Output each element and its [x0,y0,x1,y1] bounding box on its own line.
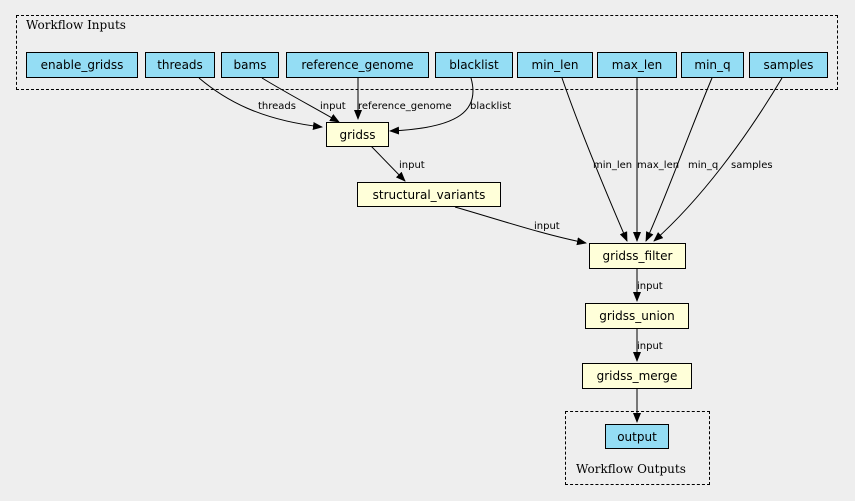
output-output[interactable]: output [605,424,669,449]
input-threads[interactable]: threads [145,52,215,78]
edge-label-min-len: min_len [593,160,632,171]
edge-label-min-q: min_q [688,160,718,171]
step-gridss[interactable]: gridss [326,122,389,147]
input-max-len[interactable]: max_len [597,52,677,78]
input-blacklist[interactable]: blacklist [435,52,513,78]
workflow-inputs-cluster [16,15,838,90]
step-structural-variants[interactable]: structural_variants [357,182,501,207]
step-gridss-union[interactable]: gridss_union [585,303,689,329]
edge-bams-gridss [261,77,340,123]
edge-gridss-sv [370,145,406,182]
edge-minlen-filter [561,77,628,242]
input-bams[interactable]: bams [221,52,279,78]
edge-label-reference: reference_genome [358,101,452,112]
input-min-q[interactable]: min_q [681,52,744,78]
workflow-inputs-label: Workflow Inputs [26,18,126,32]
step-gridss-filter[interactable]: gridss_filter [589,243,686,269]
edge-label-bams-input: input [320,101,346,112]
edge-threads-gridss [198,77,323,130]
edge-label-union-input: input [637,341,663,352]
input-enable-gridss[interactable]: enable_gridss [26,52,138,78]
edge-label-blacklist: blacklist [470,101,511,112]
input-samples[interactable]: samples [749,52,828,78]
edge-sv-filter [454,206,587,246]
workflow-outputs-label: Workflow Outputs [576,462,686,476]
edge-label-max-len: max_len [637,160,679,171]
input-min-len[interactable]: min_len [517,52,593,78]
edge-samples-filter [653,77,783,242]
edge-label-samples: samples [731,160,773,171]
edge-minq-filter [645,77,713,242]
edge-blacklist-gridss [389,77,474,135]
step-gridss-merge[interactable]: gridss_merge [582,363,692,389]
edge-label-threads: threads [258,101,296,112]
input-reference-genome[interactable]: reference_genome [286,52,429,78]
edge-label-gridss-input: input [399,160,425,171]
edge-label-sv-input: input [534,221,560,232]
edge-label-filter-input: input [637,281,663,292]
